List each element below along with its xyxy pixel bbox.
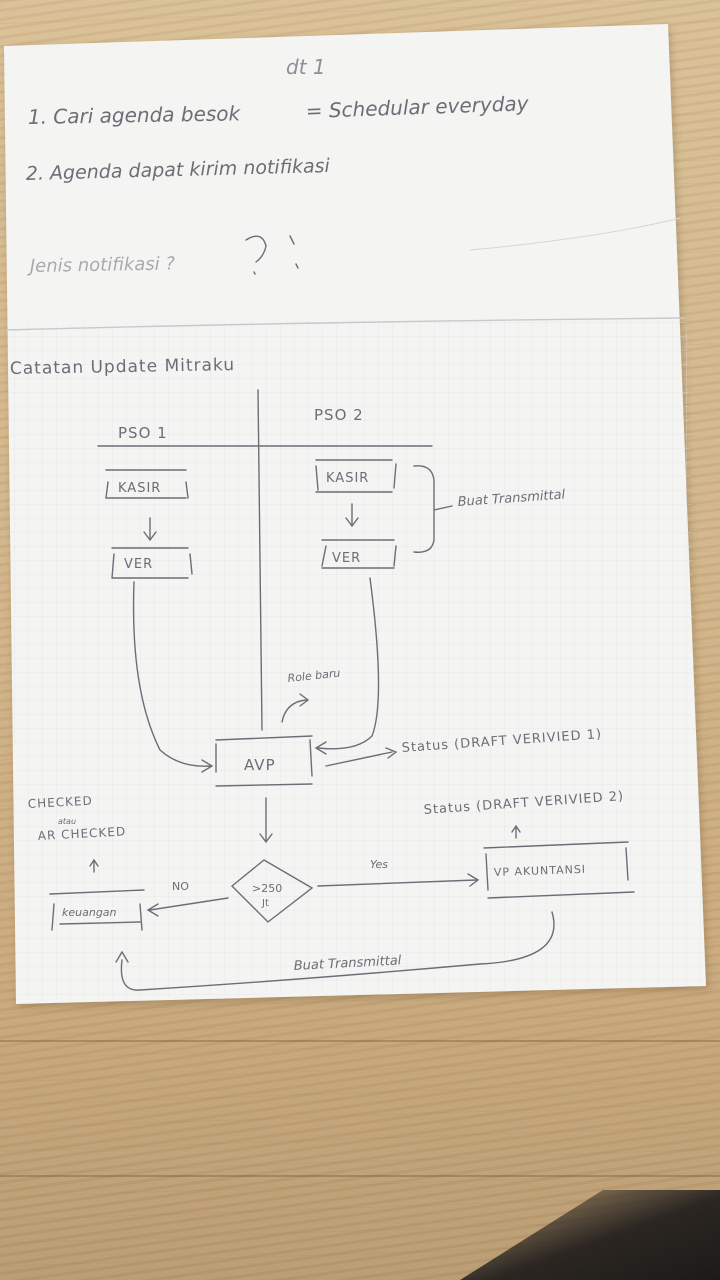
box-kasir-2 — [315, 459, 397, 493]
ver-1-label: VER — [124, 557, 153, 572]
lane-divider — [257, 389, 263, 731]
arrow-pso2-avp — [314, 577, 380, 755]
kasir-1-label: KASIR — [118, 481, 161, 496]
notes-item-1: 1. Cari agenda besok — [28, 101, 242, 129]
lane-1-label: PSO 1 — [118, 424, 168, 442]
yes-label: Yes — [370, 858, 388, 871]
arrow-avp-decision — [259, 797, 273, 844]
notes-heading: dt 1 — [286, 55, 326, 79]
atau-label: atau — [58, 817, 76, 826]
box-kasir-1 — [105, 469, 189, 499]
arrow-yes — [317, 873, 480, 887]
keuangan-label: keuangan — [62, 906, 117, 919]
fold-line — [5, 317, 685, 331]
decision-label: >250 — [252, 882, 282, 895]
role-baru-label: Role baru — [287, 667, 341, 685]
arrow-loop-transmittal — [115, 911, 555, 991]
ar-checked-label: AR CHECKED — [37, 824, 126, 843]
decision-diamond — [230, 859, 314, 923]
lane-2-label: PSO 2 — [314, 406, 364, 424]
box-vp — [483, 841, 635, 899]
ver-2-label: VER — [332, 551, 361, 566]
paper-grid — [8, 320, 704, 1000]
buat-transmittal-bottom: Buat Transmittal — [293, 953, 402, 974]
table-seam — [0, 1175, 720, 1177]
notes-item-3: Jenis notifikasi ? — [27, 253, 176, 277]
bracket — [413, 465, 453, 553]
box-ver-2 — [321, 539, 397, 569]
arrow-pso1-avp — [132, 581, 214, 773]
decision-unit: Jt — [261, 898, 269, 909]
checked-label: CHECKED — [27, 794, 93, 811]
table-seam — [0, 1040, 720, 1042]
kasir-2-label: KASIR — [326, 471, 369, 486]
box-keuangan — [49, 889, 145, 931]
arrow-role-baru — [281, 693, 310, 723]
no-label: NO — [172, 880, 189, 893]
diagram-title: Catatan Update Mitraku — [10, 355, 235, 379]
avp-label: AVP — [244, 756, 276, 774]
box-avp — [215, 735, 313, 787]
arrow-avp-status — [325, 747, 398, 767]
box-ver-1 — [111, 547, 193, 579]
arrow-no — [146, 897, 229, 917]
vp-label: VP AKUNTANSI — [494, 863, 587, 879]
